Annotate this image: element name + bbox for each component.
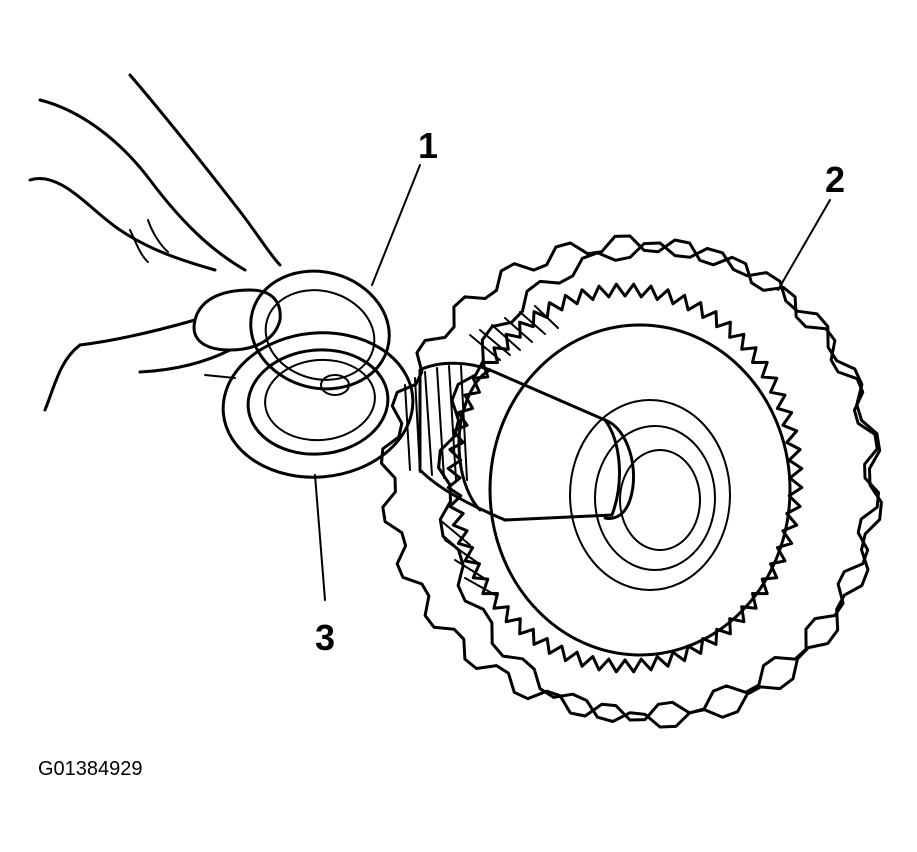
thrust-bearing bbox=[221, 269, 415, 479]
callout-3: 3 bbox=[315, 617, 335, 658]
callout-2: 2 bbox=[825, 159, 845, 200]
leader-lines bbox=[314, 164, 831, 601]
hub-ring-outer bbox=[569, 399, 731, 591]
hub-face bbox=[488, 323, 792, 657]
leader-line-3 bbox=[314, 474, 326, 601]
thrust-washer-3-bore bbox=[264, 358, 376, 442]
clutch-drum-assembly bbox=[380, 234, 883, 729]
leader-line-2 bbox=[777, 199, 831, 291]
thrust-washer-3 bbox=[221, 331, 415, 479]
inner-gear-teeth bbox=[446, 282, 804, 674]
leader-line-1 bbox=[371, 164, 421, 286]
hub-ring-inner bbox=[619, 449, 701, 551]
gear-helix-shading bbox=[439, 305, 559, 597]
figure-id-label: G01384929 bbox=[38, 758, 143, 780]
bearing-center bbox=[320, 374, 350, 396]
callout-1: 1 bbox=[418, 125, 438, 166]
thrust-washer-3-inner bbox=[246, 348, 390, 456]
technician-hand bbox=[28, 73, 282, 412]
bearing-race-1 bbox=[249, 269, 391, 391]
hub-ring-middle bbox=[594, 425, 716, 571]
bearing-race-1-inner bbox=[264, 289, 376, 381]
output-shaft bbox=[404, 361, 635, 522]
